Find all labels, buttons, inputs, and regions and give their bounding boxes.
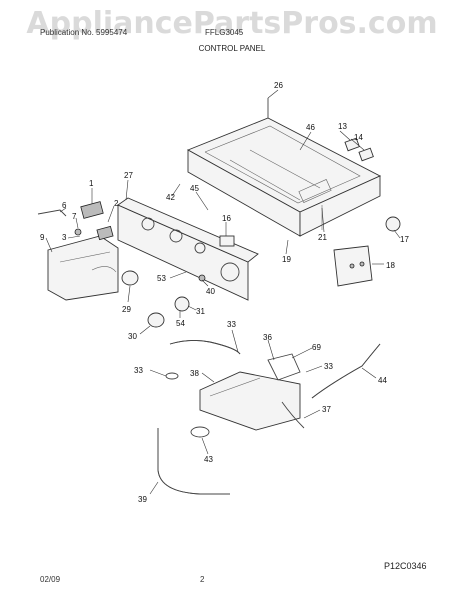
callout-29: 29 <box>122 305 131 314</box>
callout-14: 14 <box>354 133 363 142</box>
callout-42: 42 <box>166 193 175 202</box>
callout-40: 40 <box>206 287 215 296</box>
page-title: CONTROL PANEL <box>198 44 266 53</box>
callout-54: 54 <box>176 319 185 328</box>
cabinet-top-frame <box>186 98 382 237</box>
callout-43: 43 <box>204 455 213 464</box>
model-number: FFLG3045 <box>205 28 244 37</box>
callout-13: 13 <box>338 122 347 131</box>
watermark: AppliancePartsPros.com <box>26 6 438 41</box>
callout-46: 46 <box>306 123 315 132</box>
callout-6: 6 <box>62 201 67 210</box>
diagram-code: P12C0346 <box>384 561 427 571</box>
callout-45: 45 <box>190 184 199 193</box>
small-parts-left <box>37 201 235 247</box>
right-components <box>333 137 401 287</box>
callout-33-top: 33 <box>227 320 236 329</box>
callout-39: 39 <box>138 495 147 504</box>
publication-number: Publication No. 5995474 <box>40 28 128 37</box>
callout-31: 31 <box>196 307 205 316</box>
hoses-and-valve <box>157 339 381 495</box>
callout-53: 53 <box>157 274 166 283</box>
callout-69: 69 <box>312 343 321 352</box>
knobs <box>121 270 206 328</box>
dispenser-drawer <box>47 235 119 301</box>
callout-27: 27 <box>124 171 133 180</box>
callout-38: 38 <box>190 369 199 378</box>
callout-19: 19 <box>282 255 291 264</box>
footer-date: 02/09 <box>40 575 61 584</box>
callout-36: 36 <box>263 333 272 342</box>
callout-21: 21 <box>318 233 327 242</box>
footer-page-number: 2 <box>200 575 205 584</box>
callout-labels: 26 46 13 14 1 27 45 42 6 7 2 16 9 3 17 2… <box>40 81 409 504</box>
callout-18: 18 <box>386 261 395 270</box>
control-panel-body <box>117 197 259 301</box>
callout-2: 2 <box>114 199 119 208</box>
callout-30: 30 <box>128 332 137 341</box>
callout-37: 37 <box>322 405 331 414</box>
callout-16: 16 <box>222 214 231 223</box>
callout-33-left: 33 <box>134 366 143 375</box>
callout-9: 9 <box>40 233 45 242</box>
leader-lines <box>45 89 401 495</box>
callout-26: 26 <box>274 81 283 90</box>
callout-7: 7 <box>72 212 77 221</box>
callout-33-right: 33 <box>324 362 333 371</box>
callout-3: 3 <box>62 233 67 242</box>
callout-44: 44 <box>378 376 387 385</box>
callout-1: 1 <box>89 179 94 188</box>
callout-17: 17 <box>400 235 409 244</box>
